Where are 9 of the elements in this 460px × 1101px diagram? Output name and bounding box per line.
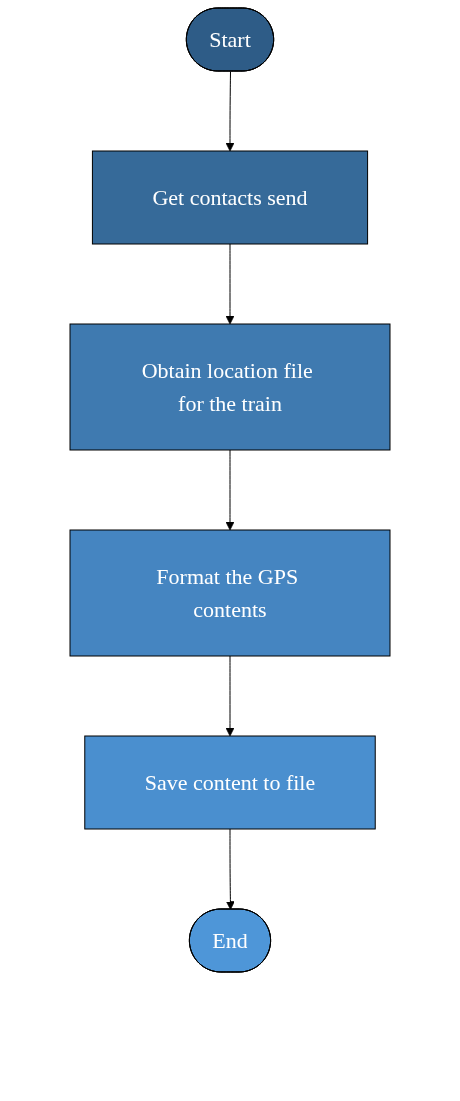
arrow xyxy=(225,449,235,531)
node-box: Obtain location file for the train xyxy=(69,323,391,451)
arrow xyxy=(226,828,235,910)
node-box: Format the GPS contents xyxy=(69,529,391,657)
arrow xyxy=(225,71,235,152)
node-box: Get contacts send xyxy=(91,150,369,245)
node-box: Save content to file xyxy=(84,735,376,830)
arrow xyxy=(225,243,235,325)
arrow xyxy=(225,655,235,737)
